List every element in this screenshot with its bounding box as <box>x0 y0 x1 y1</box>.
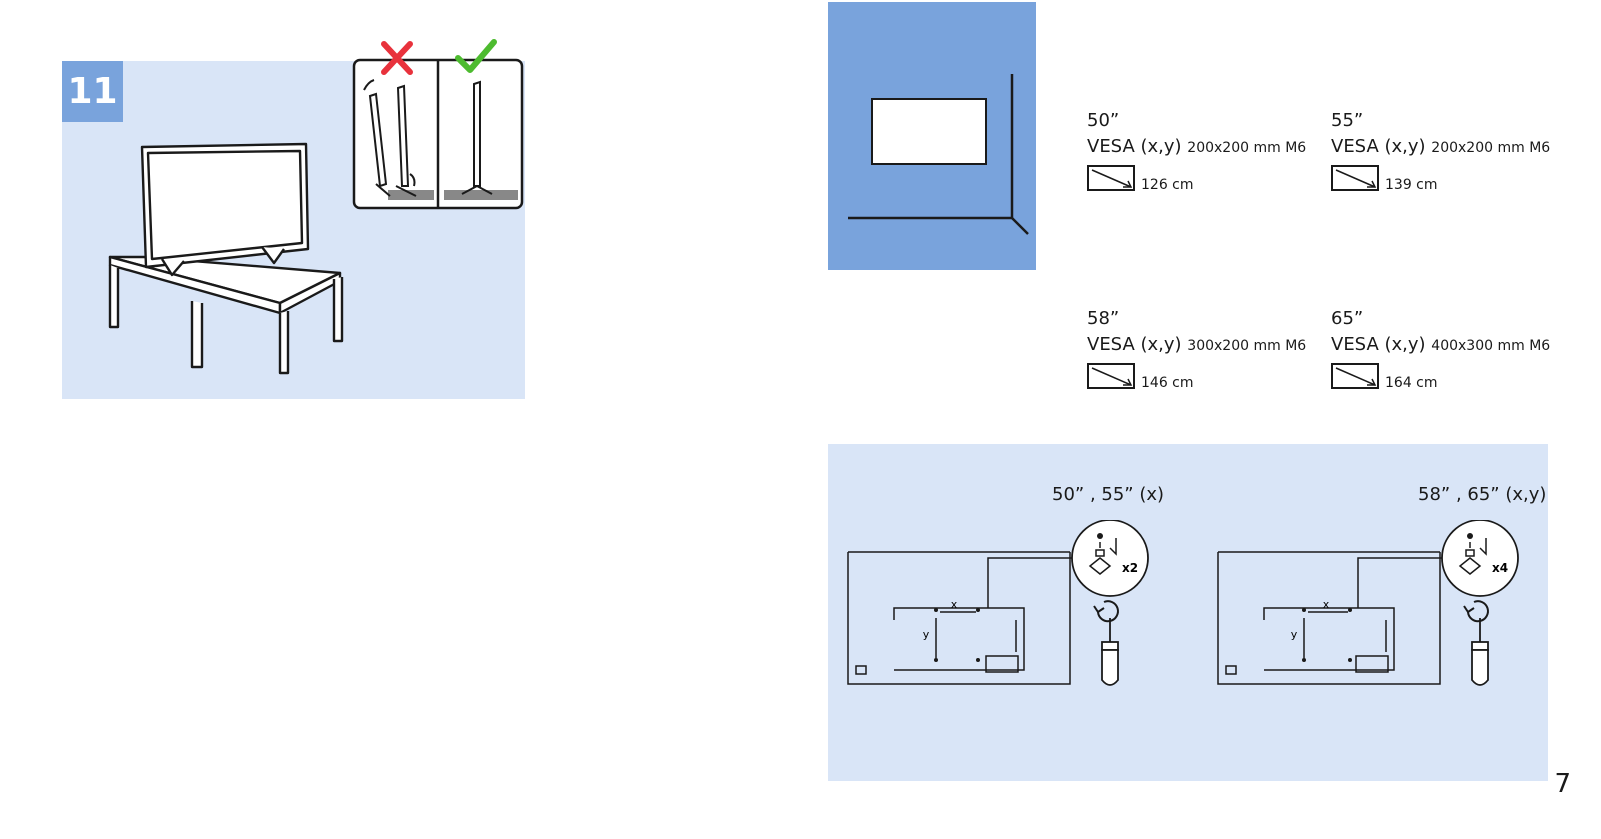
diagonal-size-icon <box>1087 165 1135 191</box>
step-number-badge: 11 <box>62 61 123 122</box>
rotate-arrow-icon <box>1093 600 1119 623</box>
screw-icon <box>1071 520 1149 597</box>
spec-vesa: VESA (x,y) 300x200 mm M6 <box>1087 334 1307 355</box>
rear-mount-diagram-50-55: x y x2 <box>847 520 1149 686</box>
screw-icon <box>1441 520 1519 597</box>
diagonal-size-icon <box>1331 363 1379 389</box>
page-number: 7 <box>1554 769 1571 799</box>
spec-size: 65” <box>1331 308 1364 329</box>
spec-diagonal: 164 cm <box>1385 375 1438 391</box>
spec-diagonal: 126 cm <box>1141 177 1194 193</box>
screwdriver-icon <box>1471 618 1489 686</box>
wrong-cross-icon <box>381 41 413 75</box>
rear-mount-diagram-58-65: x y x4 <box>1217 520 1519 686</box>
spec-size: 55” <box>1331 110 1364 131</box>
screwdriver-icon <box>1101 618 1119 686</box>
spec-65: 65” VESA (x,y) 400x300 mm M6 164 cm <box>1331 306 1581 391</box>
spec-55: 55” VESA (x,y) 200x200 mm M6 139 cm <box>1331 108 1581 193</box>
diagonal-size-icon <box>1087 363 1135 389</box>
spec-diagonal: 146 cm <box>1141 375 1194 391</box>
y-dim-label: y <box>1291 628 1298 641</box>
spec-50: 50” VESA (x,y) 200x200 mm M6 126 cm <box>1087 108 1337 193</box>
screw-count: x4 <box>1492 561 1508 575</box>
diagonal-size-icon <box>1331 165 1379 191</box>
screw-count: x2 <box>1122 561 1138 575</box>
right-check-icon <box>455 39 497 73</box>
spec-vesa: VESA (x,y) 200x200 mm M6 <box>1087 136 1307 157</box>
mount-label-50-55: 50” , 55” (x) <box>1052 484 1165 505</box>
y-dim-label: y <box>923 628 930 641</box>
spec-diagonal: 139 cm <box>1385 177 1438 193</box>
spec-vesa: VESA (x,y) 200x200 mm M6 <box>1331 136 1551 157</box>
tv-on-table-illustration <box>108 142 344 375</box>
x-dim-label: x <box>951 598 958 611</box>
spec-size: 58” <box>1087 308 1120 329</box>
spec-size: 50” <box>1087 110 1120 131</box>
wall-mount-illustration <box>848 74 1029 235</box>
spec-vesa: VESA (x,y) 400x300 mm M6 <box>1331 334 1551 355</box>
x-dim-label: x <box>1323 598 1330 611</box>
rotate-arrow-icon <box>1463 600 1489 623</box>
spec-58: 58” VESA (x,y) 300x200 mm M6 146 cm <box>1087 306 1337 391</box>
mount-label-58-65: 58” , 65” (x,y) <box>1418 484 1547 505</box>
stability-comparison-inset <box>352 39 524 210</box>
